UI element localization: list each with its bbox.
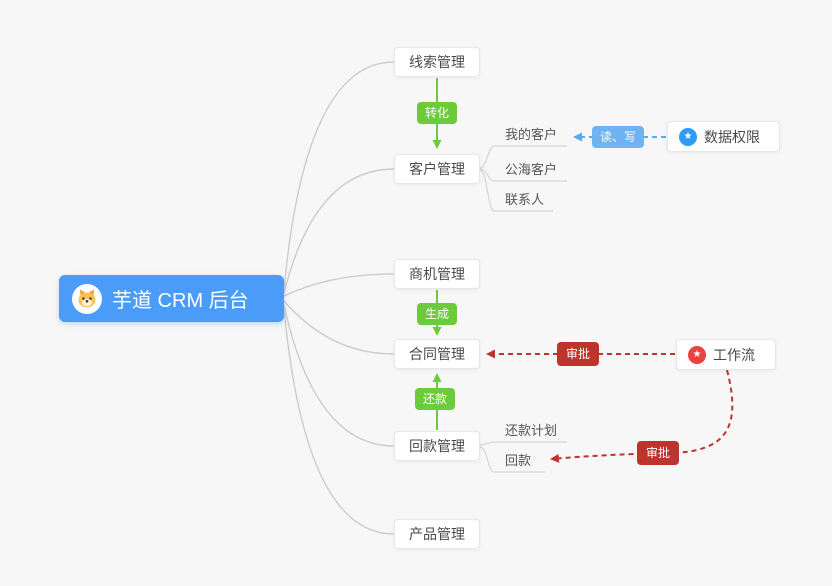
child-contacts: 联系人 [505,192,545,207]
node-label: 合同管理 [409,346,465,362]
node-customer-management: 客户管理 [394,154,480,184]
approve-receivable-arrow [550,369,734,463]
node-label: 回款管理 [409,438,465,454]
root-branch-curves [283,61,395,535]
node-lead-management: 线索管理 [394,47,480,77]
badge-approve-receivable: 审批 [636,441,680,465]
child-receivable: 回款 [505,453,532,468]
child-repayment-plan: 还款计划 [505,423,558,438]
node-label: 工作流 [713,346,755,363]
badge-approve-contract: 审批 [556,342,600,366]
badge-repay: 还款 [414,388,456,410]
star-icon: ★ [688,345,706,364]
badge-read-write: 读、写 [591,126,645,148]
node-label: 数据权限 [704,128,760,145]
child-public-sea-customers: 公海客户 [505,162,558,177]
node-data-permission: ★ 数据权限 [667,121,780,152]
badge-generate: 生成 [416,303,458,325]
child-branch-lines [479,145,567,473]
badge-convert: 转化 [416,102,458,124]
child-my-customers: 我的客户 [505,127,558,142]
root-node: 芋道 CRM 后台 [59,275,284,322]
dog-mascot-icon [72,283,102,314]
root-label: 芋道 CRM 后台 [112,290,249,312]
node-product-management: 产品管理 [394,519,480,549]
node-label: 商机管理 [409,266,465,282]
node-label: 客户管理 [409,161,465,177]
node-label: 线索管理 [409,54,465,70]
node-opportunity-management: 商机管理 [394,259,480,289]
node-receivable-management: 回款管理 [394,431,480,461]
node-label: 产品管理 [409,526,465,542]
node-contract-management: 合同管理 [394,339,480,369]
star-icon: ★ [679,127,697,146]
node-workflow: ★ 工作流 [676,339,776,370]
